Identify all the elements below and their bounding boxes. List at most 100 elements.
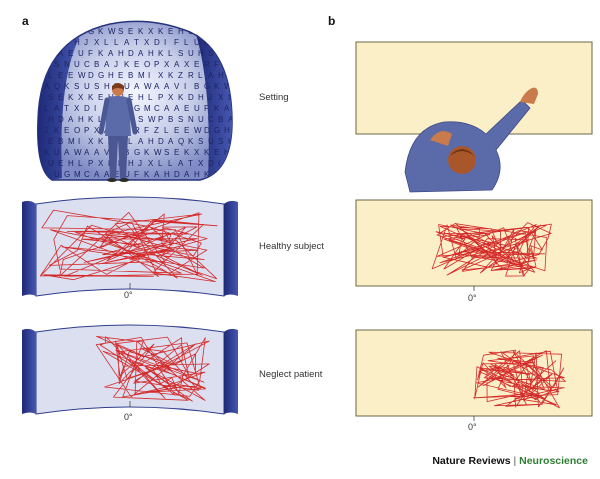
dome-letter: T bbox=[64, 104, 69, 113]
dome-letter: G bbox=[134, 104, 140, 113]
dome-letter: X bbox=[198, 159, 204, 168]
dome-letter: M bbox=[138, 71, 145, 80]
dome-letter: H bbox=[128, 159, 134, 168]
dome-letter: H bbox=[118, 49, 124, 58]
dome-letter: U bbox=[124, 170, 130, 179]
zero-label-a-neglect: 0° bbox=[124, 412, 133, 422]
dome-letter: H bbox=[104, 82, 110, 91]
dome-letter: K bbox=[178, 93, 184, 102]
dome-letter: B bbox=[58, 137, 63, 146]
dome-letter: S bbox=[218, 137, 223, 146]
dome-letter: K bbox=[138, 27, 144, 36]
dome-letter: A bbox=[164, 82, 170, 91]
dome-letter: A bbox=[94, 148, 100, 157]
dome-letter: A bbox=[44, 82, 50, 91]
dome-letter: H bbox=[218, 71, 224, 80]
dome-letter: V bbox=[58, 27, 64, 36]
dome-letter: H bbox=[108, 71, 114, 80]
dome-letter: L bbox=[198, 71, 203, 80]
reaching-person-top-view bbox=[404, 87, 538, 193]
dome-letter: J bbox=[138, 159, 142, 168]
dome-letter: V bbox=[104, 148, 110, 157]
dome-letter: P bbox=[158, 93, 163, 102]
dome-letter: X bbox=[148, 27, 154, 36]
dome-letter: G bbox=[64, 170, 70, 179]
dome-letter: I bbox=[78, 137, 80, 146]
dome-letter: D bbox=[88, 71, 94, 80]
dome-letter: A bbox=[208, 71, 214, 80]
dome-letter: B bbox=[128, 71, 133, 80]
dome-letter: K bbox=[68, 93, 74, 102]
dome-letter: D bbox=[174, 170, 180, 179]
dome-letter: L bbox=[184, 38, 189, 47]
dome-letter: E bbox=[118, 71, 123, 80]
dome-letter: E bbox=[68, 71, 73, 80]
dome-letter: D bbox=[228, 71, 234, 80]
dome-letter: H bbox=[208, 27, 214, 36]
dome-letter: K bbox=[204, 170, 210, 179]
dome-letter: S bbox=[138, 115, 143, 124]
dome-letter: A bbox=[134, 82, 140, 91]
dome-letter: L bbox=[218, 27, 223, 36]
dome-letter: L bbox=[168, 159, 173, 168]
dome-letter: I bbox=[218, 159, 220, 168]
dome-letter: X bbox=[94, 126, 100, 135]
dome-letter: K bbox=[44, 148, 50, 157]
dome-letter: K bbox=[54, 38, 60, 47]
dome-letter: S bbox=[164, 148, 169, 157]
trace-path bbox=[431, 222, 552, 277]
dome-letter: X bbox=[164, 60, 170, 69]
search-trace-healthy-a bbox=[39, 209, 218, 282]
dome-letter: A bbox=[224, 104, 230, 113]
dome-letter: F bbox=[214, 60, 219, 69]
dome-letter: J bbox=[114, 60, 118, 69]
dome-letter: U bbox=[84, 82, 90, 91]
zero-label-b-healthy: 0° bbox=[468, 293, 477, 303]
dome-letter: M bbox=[144, 104, 151, 113]
dome-letter: K bbox=[98, 137, 104, 146]
dome-letter: W bbox=[218, 49, 226, 58]
dome-letter: H bbox=[68, 159, 74, 168]
dome-letter: L bbox=[44, 104, 49, 113]
dome-letter: D bbox=[154, 38, 160, 47]
dome-letter: H bbox=[78, 115, 84, 124]
dome-letter: L bbox=[168, 49, 173, 58]
dome-letter: C bbox=[224, 38, 230, 47]
dome-letter: B bbox=[218, 115, 223, 124]
credit-separator: | bbox=[513, 455, 517, 467]
dome-letter: L bbox=[104, 38, 109, 47]
dome-letter: B bbox=[94, 60, 99, 69]
dome-letter: L bbox=[128, 137, 133, 146]
dome-letter: L bbox=[48, 71, 53, 80]
dome-letter: G bbox=[134, 148, 140, 157]
dome-letter: A bbox=[138, 49, 144, 58]
dome-letter: E bbox=[174, 126, 179, 135]
dome-letter: H bbox=[194, 170, 200, 179]
dome-letter: S bbox=[94, 82, 99, 91]
dome-letter: S bbox=[48, 93, 53, 102]
dome-letter: M bbox=[68, 137, 75, 146]
dome-letter: J bbox=[84, 38, 88, 47]
dome-letter: X bbox=[44, 38, 50, 47]
dome-letter: C bbox=[154, 104, 160, 113]
dome-letter: H bbox=[148, 137, 154, 146]
dome-letter: K bbox=[188, 137, 194, 146]
dome-letter: U bbox=[48, 159, 54, 168]
panel-label-b: b bbox=[328, 14, 336, 28]
dome-letter: A bbox=[48, 27, 54, 36]
dome-letter: A bbox=[104, 170, 110, 179]
dome-letter: K bbox=[88, 115, 94, 124]
dome-letter: U bbox=[54, 170, 60, 179]
dome-letter: K bbox=[184, 148, 190, 157]
dome-letter: F bbox=[88, 49, 93, 58]
dome-letter: U bbox=[124, 82, 130, 91]
dome-letter: W bbox=[194, 126, 202, 135]
dome-letter: K bbox=[64, 82, 70, 91]
dome-letter: K bbox=[204, 148, 210, 157]
dome-letter: J bbox=[44, 126, 48, 135]
dome-letter: S bbox=[208, 49, 213, 58]
dome-letter: U bbox=[74, 60, 80, 69]
dome-letter: O bbox=[74, 126, 80, 135]
dome-letter: S bbox=[118, 27, 123, 36]
dome-letter: A bbox=[84, 148, 90, 157]
